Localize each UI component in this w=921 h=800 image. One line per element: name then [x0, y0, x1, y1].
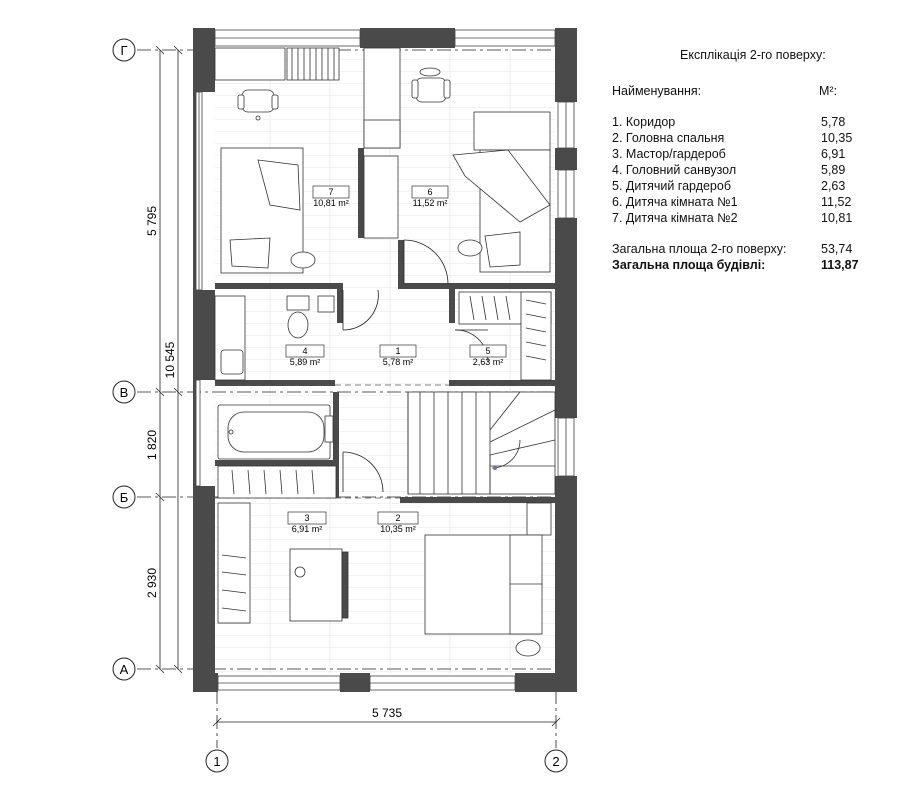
bathroom-fixtures — [214, 295, 335, 460]
axis-bubble-g: Г — [112, 38, 136, 62]
chair-icon-2 — [411, 67, 451, 103]
svg-text:В: В — [120, 385, 129, 400]
axis-bubble-b: Б — [112, 485, 136, 509]
dim-g-v: 5 795 — [145, 206, 159, 236]
room-label: 4. Головний санвузол — [612, 163, 737, 177]
schedule-row: 3. Мастор/гардероб 6,91 — [612, 147, 912, 162]
svg-text:10,35 m²: 10,35 m² — [380, 524, 416, 534]
floor-total-label: Загальна площа 2-го поверху: — [612, 242, 787, 256]
schedule-header-name: Найменування: — [612, 84, 702, 98]
svg-text:2: 2 — [395, 513, 400, 523]
schedule-row: 7. Дитяча кімната №2 10,81 — [612, 211, 912, 226]
schedule-row: 6. Дитяча кімната №1 11,52 — [612, 195, 912, 210]
svg-text:1: 1 — [395, 346, 400, 356]
svg-text:А: А — [120, 662, 129, 677]
interior-walls — [215, 148, 555, 503]
room-area: 11,52 — [821, 195, 852, 209]
svg-text:2,63 m²: 2,63 m² — [473, 357, 504, 367]
room-label: 3. Мастор/гардероб — [612, 147, 726, 161]
svg-text:10,81 m²: 10,81 m² — [313, 198, 349, 208]
room-label: 5. Дитячий гардероб — [612, 179, 732, 193]
bed-room2 — [424, 502, 552, 657]
room-tag-3: 3 6,91 m² — [287, 511, 327, 534]
svg-text:6: 6 — [427, 187, 432, 197]
dim-v-b: 1 820 — [145, 430, 159, 460]
desk-room7 — [214, 47, 340, 81]
svg-text:5,89 m²: 5,89 m² — [290, 357, 321, 367]
floor-total-row: Загальна площа 2-го поверху: 53,74 — [612, 242, 912, 257]
axis-lines — [137, 49, 575, 748]
room-area: 6,91 — [821, 147, 846, 161]
schedule-row: 2. Головна спальня 10,35 — [612, 131, 912, 146]
room-area: 2,63 — [821, 179, 846, 193]
dim-overall-height: 10 545 — [163, 341, 177, 378]
svg-text:1: 1 — [213, 754, 220, 769]
chair-icon — [237, 89, 279, 121]
schedule-title: Експлікація 2-го поверху: — [680, 48, 826, 62]
room-label: 2. Головна спальня — [612, 131, 725, 145]
staircase — [407, 391, 556, 495]
building-total-row: Загальна площа будівлі: 113,87 — [612, 258, 912, 273]
svg-text:6,91 m²: 6,91 m² — [292, 524, 323, 534]
schedule-row: 5. Дитячий гардероб 2,63 — [612, 179, 912, 194]
dimension-lines — [155, 45, 561, 727]
svg-text:Б: Б — [120, 490, 129, 505]
schedule-header-unit: М²: — [819, 84, 838, 98]
svg-text:Г: Г — [120, 43, 127, 58]
axis-bubble-v: В — [112, 380, 136, 404]
room-area: 10,81 — [821, 211, 853, 225]
room-area: 5,89 — [821, 163, 846, 177]
building-total-value: 113,87 — [821, 258, 859, 272]
wardrobe-room3 — [217, 465, 337, 624]
wardrobe-room5 — [458, 291, 552, 381]
room-tag-1: 1 5,78 m² — [379, 344, 417, 367]
svg-text:5: 5 — [485, 346, 490, 356]
axis-bubble-1: 1 — [205, 749, 229, 773]
exterior-walls — [193, 28, 577, 692]
room-tag-6: 6 11,52 m² — [411, 185, 449, 208]
room-tag-7: 7 10,81 m² — [312, 185, 350, 208]
room-tag-4: 4 5,89 m² — [285, 344, 325, 367]
wardrobe-room6 — [363, 47, 401, 239]
svg-text:3: 3 — [304, 513, 309, 523]
dim-b-a: 2 930 — [145, 568, 159, 598]
schedule-row: 1. Коридор 5,78 — [612, 115, 912, 130]
svg-text:5,78 m²: 5,78 m² — [383, 357, 414, 367]
floor-total-value: 53,74 — [821, 242, 853, 256]
windows — [195, 29, 575, 691]
room-tag-5: 5 2,63 m² — [469, 344, 507, 367]
building-total-label: Загальна площа будівлі: — [612, 258, 766, 272]
bed-room7 — [220, 147, 316, 274]
schedule-row: 4. Головний санвузол 5,89 — [612, 163, 912, 178]
dim-overall-width: 5 735 — [372, 706, 402, 720]
vanity-table — [289, 548, 349, 622]
bed-room6 — [452, 111, 551, 273]
room-label: 1. Коридор — [612, 115, 676, 129]
svg-text:4: 4 — [302, 346, 307, 356]
room-tag-2: 2 10,35 m² — [377, 511, 419, 534]
svg-text:7: 7 — [328, 187, 333, 197]
svg-text:11,52 m²: 11,52 m² — [413, 198, 448, 208]
axis-bubble-2: 2 — [544, 749, 568, 773]
room-label: 6. Дитяча кімната №1 — [612, 195, 738, 209]
room-area: 5,78 — [821, 115, 846, 129]
room-label: 7. Дитяча кімната №2 — [612, 211, 738, 225]
room-area: 10,35 — [821, 131, 853, 145]
axis-bubble-a: А — [112, 657, 136, 681]
svg-text:2: 2 — [552, 754, 559, 769]
